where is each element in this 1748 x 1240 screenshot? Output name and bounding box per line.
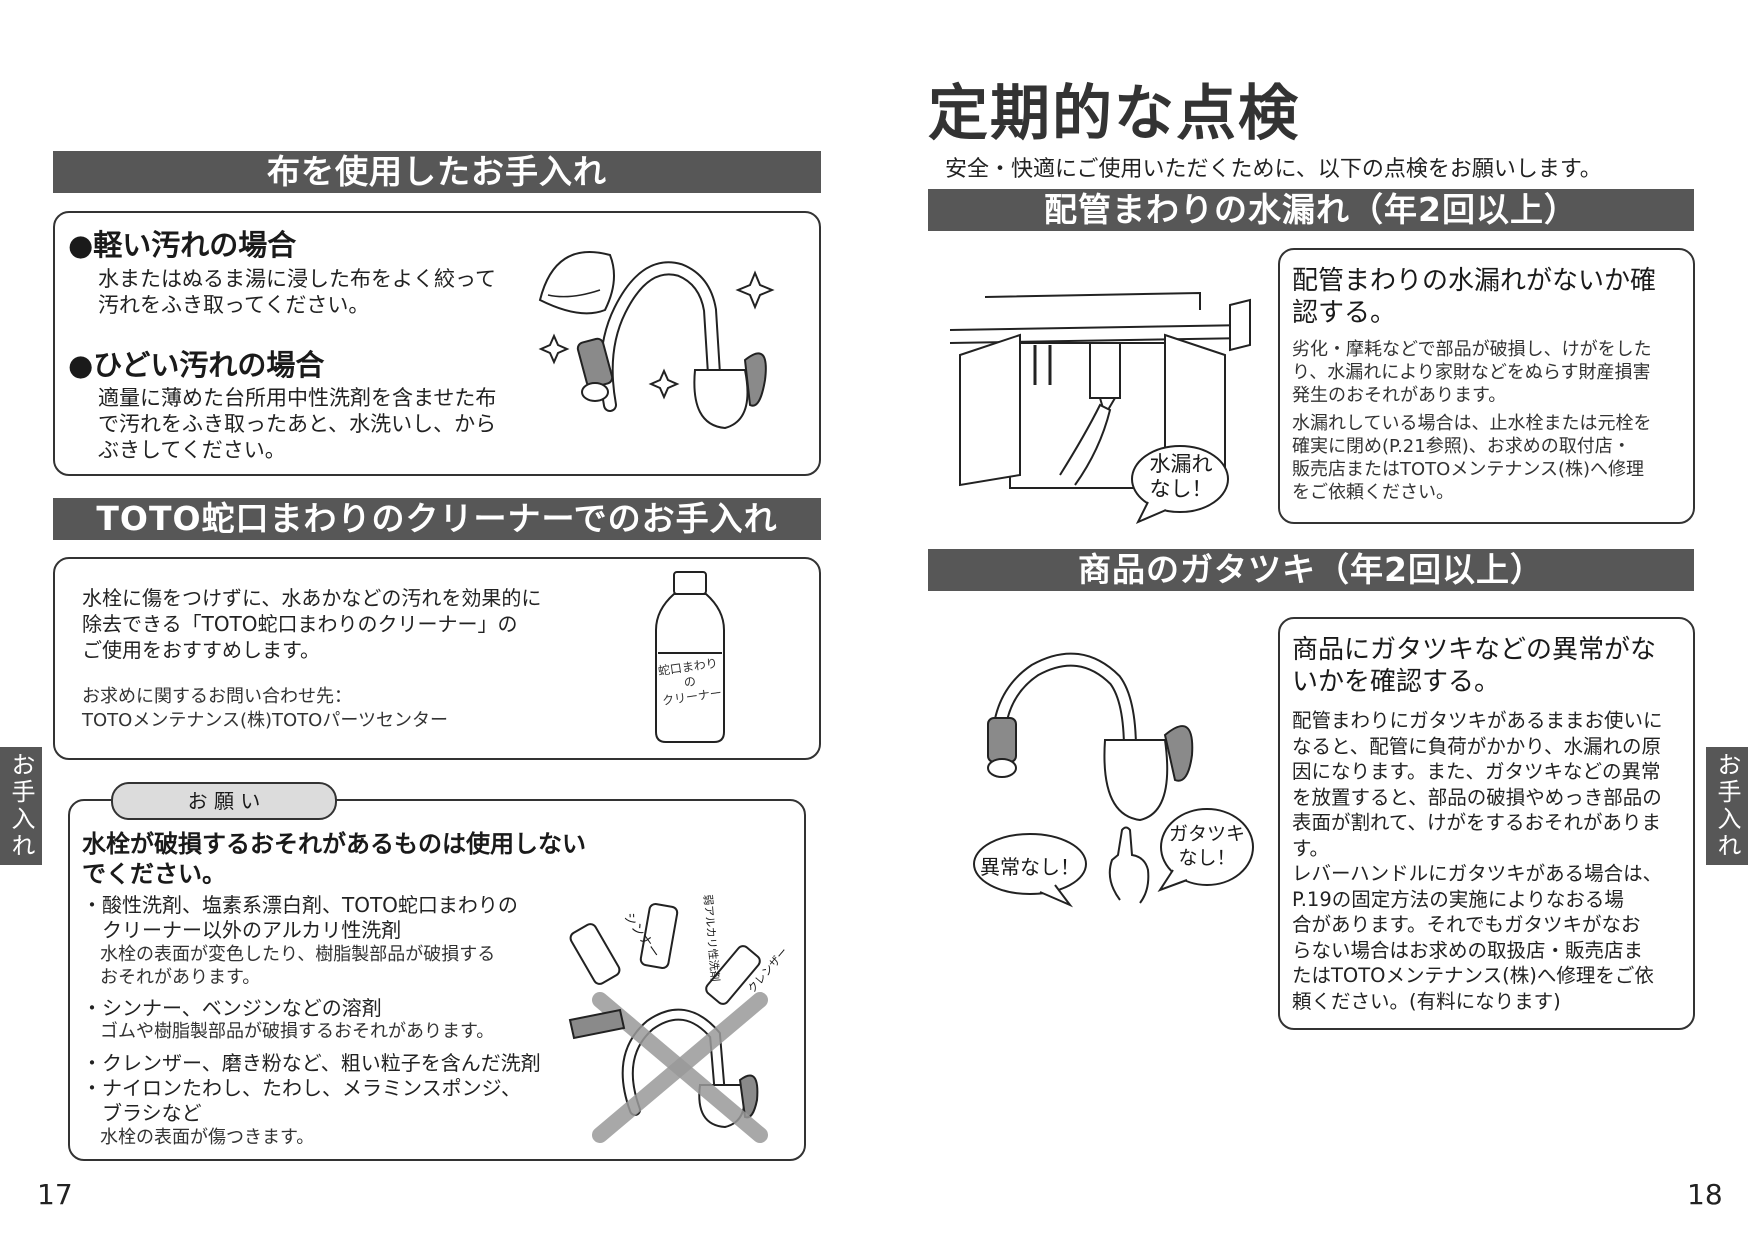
no-leak-bubble <box>1131 445 1229 524</box>
heavy-dirt-title: ●ひどい汚れの場合 <box>68 348 325 382</box>
request-tab: お 願 い <box>111 782 337 820</box>
light-dirt-title: ●軽い汚れの場合 <box>68 228 297 262</box>
leak-text-1: 劣化・摩耗などで部品が破損し、けがをした り、水漏れにより家財などをぬらす財産損… <box>1292 339 1652 406</box>
request-item-2-note: ゴムや樹脂製部品が破損するおそれがあります。 <box>82 1021 495 1042</box>
request-item-4-note: 水栓の表面が傷つきます。 <box>82 1127 315 1148</box>
heavy-dirt-text: 適量に薄めた台所用中性洗剤を含ませた布 で汚れをふき取ったあと、水洗いし、から … <box>98 386 497 462</box>
intro-text: 安全・快適にご使用いただくために、以下の点検をお願いします。 <box>945 157 1602 182</box>
contact-value: TOTOメンテナンス(株)TOTOパーツセンター <box>82 710 448 731</box>
request-box <box>68 799 806 1161</box>
section-heading-cleaner: TOTO蛇口まわりのクリーナーでのお手入れ <box>53 498 821 540</box>
leak-box-title: 配管まわりの水漏れがないか確 認する。 <box>1292 266 1657 328</box>
faucet-cloth-illustration <box>538 251 775 430</box>
request-item-1-note: 水栓の表面が変色したり、樹脂製部品が破損する おそれがあります。 <box>99 944 496 988</box>
faucet-illustration <box>987 652 1194 822</box>
page-number-right: 18 <box>1687 1178 1723 1211</box>
request-item-2-main: ・シンナー、ベンジンなどの溶剤 <box>82 996 382 1020</box>
no-shaky-text: ガタツキ なし！ <box>1168 823 1245 869</box>
shaky-check-box <box>1278 617 1695 1030</box>
cleaner-bottle-illustration <box>655 571 725 743</box>
contact-label: お求めに関するお問い合わせ先： <box>82 686 352 707</box>
request-item-1-main: ・酸性洗剤、塩素系漂白剤、TOTO蛇口まわりの クリーナー以外のアルカリ性洗剤 <box>82 893 518 942</box>
cleaner-text: 水栓に傷をつけずに、水あかなどの汚れを効果的に 除去できる「TOTO蛇口まわりの… <box>82 586 542 662</box>
section-heading-leak: 配管まわりの水漏れ（年2回以上） <box>928 189 1694 231</box>
leak-text-2: 水漏れしている場合は、止水栓または元栓を 確実に閉め(P.21参照)、お求めの取… <box>1292 413 1652 503</box>
shaky-text-1: 配管まわりにガタツキがあるままお使いに なると、配管に負荷がかかり、水漏れの原 … <box>1292 709 1663 860</box>
no-abnormality-text: 異常なし！ <box>980 855 1080 879</box>
no-leak-text: 水漏れ なし！ <box>1149 452 1213 501</box>
side-tab-right[interactable]: お手入れ <box>1706 747 1748 865</box>
request-item-3-main: ・クレンザー、磨き粉など、粗い粒子を含んだ洗剤 <box>82 1051 541 1075</box>
prohibited-cleaners-illustration <box>568 902 768 1143</box>
no-shaky-bubble <box>1157 808 1254 892</box>
request-title: 水栓が破損するおそれがあるものは使用しない でください。 <box>82 830 586 888</box>
shaky-text-2: レバーハンドルにガタツキがある場合は、 P.19の固定方法の実施によりなおる場 … <box>1292 862 1663 1013</box>
leak-check-box <box>1278 248 1695 524</box>
light-dirt-text: 水またはぬるま湯に浸した布をよく絞って 汚れをふき取ってください。 <box>98 267 496 317</box>
no-abnormality-bubble <box>973 833 1087 908</box>
section-heading-shaky: 商品のガタツキ（年2回以上） <box>928 549 1694 591</box>
bottle-label: 蛇口まわりの クリーナー <box>657 656 723 708</box>
page-title: 定期的な点検 <box>928 79 1300 149</box>
hand-icon <box>1108 826 1150 904</box>
cloth-care-box <box>53 211 821 476</box>
shaky-box-title: 商品にガタツキなどの異常がな いかを確認する。 <box>1292 635 1657 697</box>
side-tab-left[interactable]: お手入れ <box>0 747 42 865</box>
sink-cabinet-illustration <box>949 291 1251 489</box>
request-item-4-main: ・ナイロンたわし、たわし、メラミンスポンジ、 ブラシなど <box>82 1076 521 1125</box>
page-number-left: 17 <box>37 1178 73 1211</box>
section-heading-cloth: 布を使用したお手入れ <box>53 151 821 193</box>
